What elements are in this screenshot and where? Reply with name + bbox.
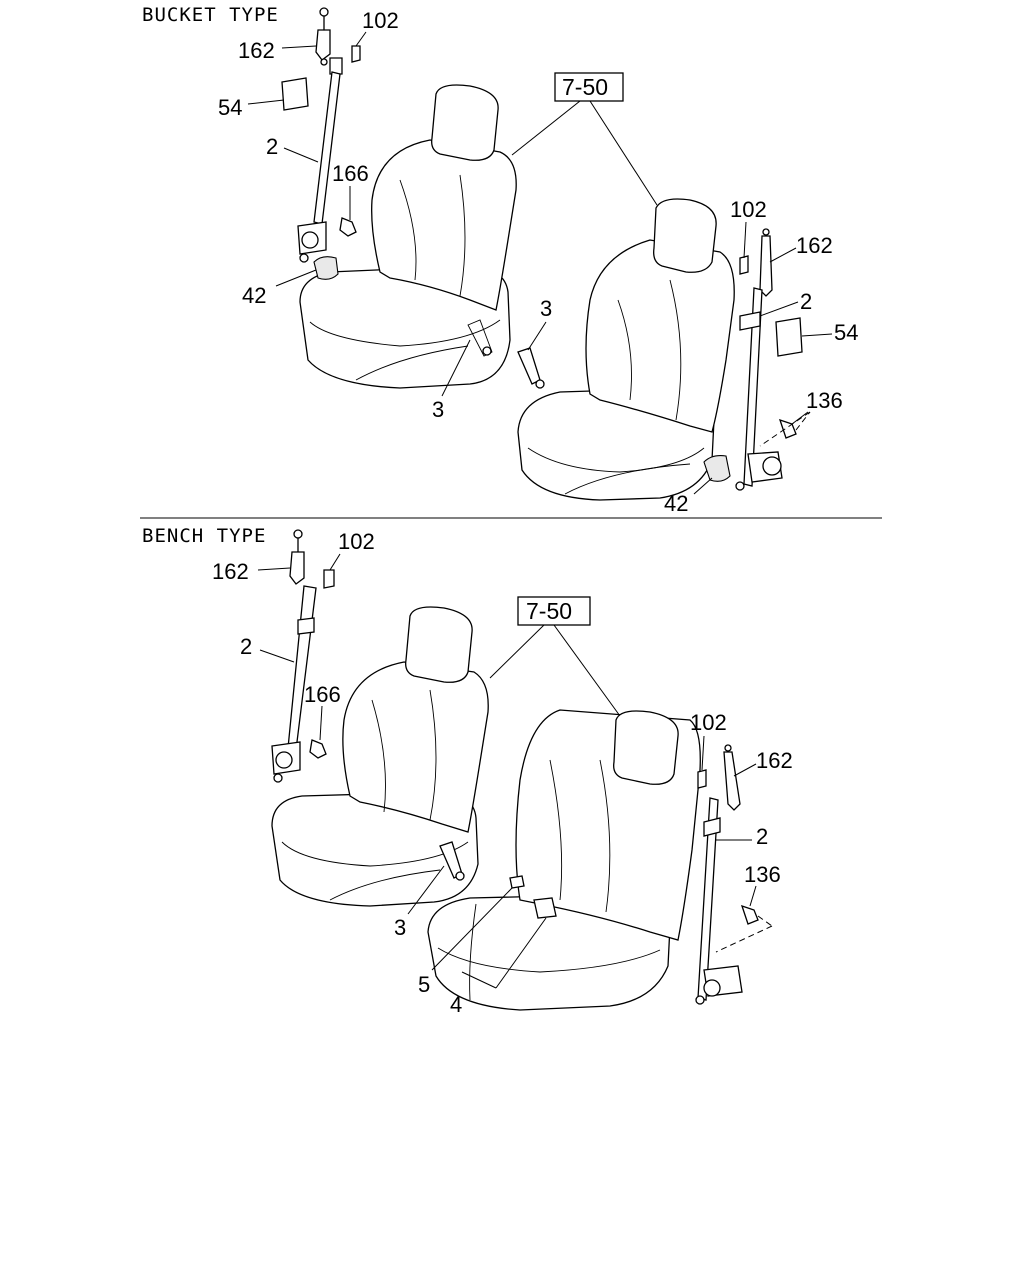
callout-2: 2 [240, 634, 252, 659]
bench-type-section: BENCH TYPE 7-50 [142, 525, 793, 1017]
callout-54: 54 [834, 320, 858, 345]
callout-102: 102 [338, 529, 375, 554]
callout-102: 102 [730, 197, 767, 222]
bucket-seat-left [299, 84, 517, 389]
callout-166: 166 [304, 682, 341, 707]
callout-166: 166 [332, 161, 369, 186]
callout-5: 5 [418, 972, 430, 997]
callout-162: 162 [238, 38, 275, 63]
callout-136: 136 [806, 388, 843, 413]
callout-102: 102 [362, 8, 399, 33]
bucket-ref-label: 7-50 [562, 74, 608, 100]
callout-162: 162 [212, 559, 249, 584]
bucket-ref-frame [554, 72, 624, 102]
callout-54: 54 [218, 95, 242, 120]
bench-type-title: BENCH TYPE [142, 525, 266, 547]
callout-102: 102 [690, 710, 727, 735]
bucket-seat-right [517, 198, 735, 501]
callout-2: 2 [756, 824, 768, 849]
callout-2: 2 [266, 134, 278, 159]
callout-162: 162 [796, 233, 833, 258]
callout-3: 3 [394, 915, 406, 940]
bucket-callouts: 102 162 54 2 166 42 3 102 162 2 54 136 3 [218, 8, 858, 516]
bench-seat-right [427, 709, 701, 1011]
callout-4: 4 [450, 992, 462, 1017]
callout-42: 42 [242, 283, 266, 308]
callout-3: 3 [540, 296, 552, 321]
bench-seat-left [271, 606, 489, 907]
callout-3: 3 [432, 397, 444, 422]
callout-2: 2 [800, 289, 812, 314]
bucket-belt-left [281, 7, 361, 280]
bench-callouts: 102 162 2 166 3 5 4 102 162 2 136 [212, 529, 793, 1017]
bucket-type-title: BUCKET TYPE [142, 4, 279, 26]
callout-42: 42 [664, 491, 688, 516]
bucket-ref-box: 7-50 [511, 72, 658, 206]
bucket-belt-right [703, 228, 811, 491]
callout-136: 136 [744, 862, 781, 887]
bench-ref-box: 7-50 [489, 596, 621, 717]
bench-belt-left [271, 529, 335, 783]
bench-belt-right [695, 744, 773, 1005]
bucket-type-section: BUCKET TYPE 7-50 [142, 4, 858, 516]
bench-ref-label: 7-50 [526, 598, 572, 624]
callout-162: 162 [756, 748, 793, 773]
